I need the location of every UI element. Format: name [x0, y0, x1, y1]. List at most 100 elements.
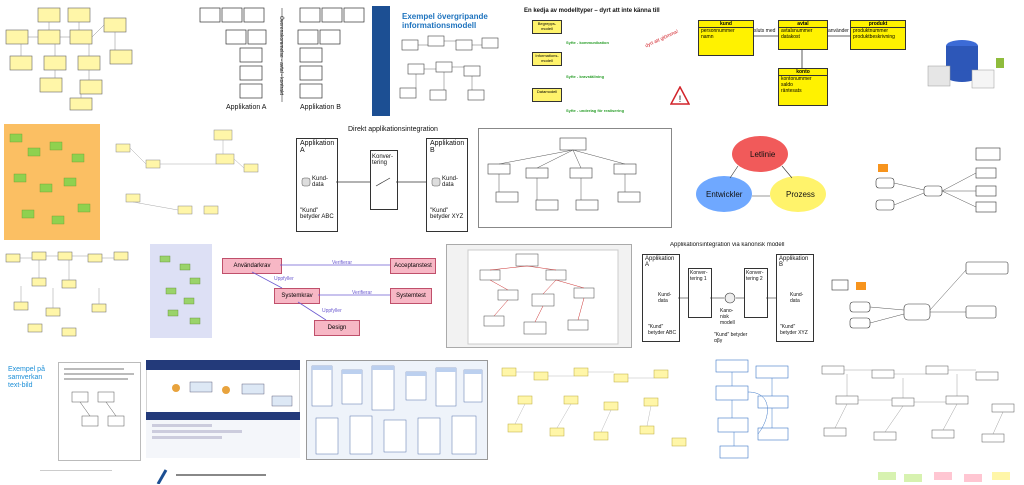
thumb-entity-model[interactable]: kund personnummer namn avtal avtalsnumme…	[698, 14, 906, 110]
process-network-graphic	[821, 365, 1015, 443]
thumb-yellow-concept-map[interactable]	[494, 362, 698, 458]
can-app-b-box	[776, 254, 814, 342]
letlinie-label: Letlinie	[750, 150, 776, 159]
thumb-sparse-diagram[interactable]	[104, 124, 284, 224]
patient-relation-graphic	[831, 261, 1009, 329]
thumb-class-hierarchy[interactable]	[478, 128, 672, 228]
node-systemkrav: Systemkrav	[274, 288, 320, 304]
thumb-process-network[interactable]	[816, 360, 1020, 450]
can-app-b-label: Applikation B	[779, 256, 809, 268]
expensive-note: dyrt att glömma!	[644, 28, 680, 50]
konv2-label: Konver-tering 2	[746, 270, 764, 282]
edge-verifierar-2: Verifierar	[352, 290, 373, 296]
thumb-lettlinie-venn[interactable]: Letlinie Entwickler Prozess	[680, 124, 840, 236]
text-image-graphic	[58, 362, 141, 461]
thumb-v-model[interactable]: Användarkrav Acceptanstest Systemkrav Sy…	[222, 250, 436, 340]
agreement-label: Överenskommelse - avtal - kontrakt	[278, 16, 284, 95]
node-design: Design	[314, 320, 360, 336]
thumb-canonical-integration[interactable]: Applikationsintegration via kanonisk mod…	[640, 242, 816, 352]
warning-icon: !	[670, 86, 690, 105]
rel-sluts-med: sluts med	[754, 28, 776, 34]
concept-map-graphic	[501, 367, 687, 447]
yellow-map-graphic	[9, 133, 91, 225]
blue-sidebar	[372, 6, 390, 116]
canonical-arrows	[678, 292, 776, 304]
konv1-box	[688, 268, 712, 318]
text-image-caption: Exempel på samverkan text-bild	[8, 366, 45, 389]
thumb-model-chain[interactable]: En kedja av modelltyper – dyrt att inte …	[522, 6, 692, 118]
green-boxes-graphic	[159, 255, 201, 325]
uml-screenshot-graphic	[446, 244, 632, 348]
can-kund-b: Kund-data	[790, 292, 804, 304]
thumb-direct-integration[interactable]: Direkt applikationsintegration Applikati…	[292, 124, 472, 234]
concept-model-box: Begrepps-modell	[532, 20, 562, 34]
can-meaning-b: "Kund" betyder XYZ	[780, 324, 808, 336]
thumb-database-icon[interactable]	[916, 30, 1020, 100]
partial-thumb-2-graphic	[156, 469, 266, 484]
thumb-information-model[interactable]: Exempel övergripande informationsmodell	[372, 6, 512, 116]
entwickler-label: Entwickler	[706, 190, 743, 199]
node-acceptanstest: Acceptanstest	[390, 258, 436, 274]
kund-data-b: Kund-data	[442, 176, 459, 188]
entity-kund: kund personnummer namn	[698, 20, 754, 56]
prozess-label: Prozess	[786, 190, 815, 199]
thumb-process-dashboard[interactable]	[146, 360, 300, 458]
entity-produkt: produkt produktnummer produktbeskrivning	[850, 20, 906, 50]
meaning-b: "Kund" betyder XYZ	[430, 208, 464, 220]
thumb-text-image-example[interactable]: Exempel på samverkan text-bild	[0, 360, 142, 466]
thumb-blue-flow[interactable]	[712, 356, 796, 462]
partial-thumb-3-graphic	[878, 472, 1010, 482]
can-kund-a: Kund-data	[658, 292, 672, 304]
info-model-box: Informations-modell	[532, 52, 562, 66]
blue-flow-graphic	[715, 359, 789, 459]
thumb-uml-diagram-1[interactable]	[0, 0, 140, 118]
kanon-label: Kano-nisk modell	[720, 308, 735, 326]
thumb-uml-small-2[interactable]	[2, 244, 142, 340]
thumb-uml-screenshot[interactable]	[446, 244, 632, 348]
partial-thumb-3[interactable]	[874, 468, 1020, 484]
thumb-green-boxes[interactable]	[150, 244, 212, 338]
can-meaning-a: "Kund" betyder ABC	[648, 324, 677, 336]
v-model-edges	[251, 264, 390, 321]
uml-small-graphic	[5, 251, 129, 337]
chain-title: En kedja av modelltyper – dyrt att inte …	[524, 8, 660, 14]
thumb-patient-flow[interactable]	[856, 138, 1020, 234]
kund-data-a: Kund-data	[312, 176, 329, 188]
entity-konto: konto kontonummer saldo räntesats	[778, 68, 828, 106]
purpose-requirements: Syfte - kravställning	[566, 74, 605, 79]
meaning-a: "Kund" betyder ABC	[300, 208, 334, 220]
edge-uppfyller-1: Uppfyller	[274, 276, 294, 282]
partial-thumb-1[interactable]	[40, 470, 112, 485]
conversion-box	[370, 150, 398, 210]
database-icon	[927, 40, 1004, 89]
venn-graphic	[696, 136, 826, 212]
purpose-realisation: Syfte - underlag för realisering	[566, 108, 625, 113]
patient-flow-graphic	[875, 147, 1001, 213]
sparse-diagram-graphic	[115, 129, 259, 215]
thumb-application-context[interactable]: Överenskommelse - avtal - kontrakt Appli…	[196, 6, 368, 118]
can-meaning-m: "Kund" betyder αβγ	[714, 332, 748, 344]
entity-avtal: avtal avtalsnummer datakost	[778, 20, 828, 50]
uml-diagram-graphic	[5, 7, 133, 111]
partial-thumb-2[interactable]	[156, 468, 276, 484]
edge-uppfyller-2: Uppfyller	[322, 308, 342, 314]
edge-verifierar-1: Verifierar	[332, 260, 353, 266]
rel-anvander: använder	[828, 28, 849, 34]
canonical-title: Applikationsintegration via kanonisk mod…	[670, 242, 785, 248]
konv1-label: Konver-tering 1	[690, 270, 708, 282]
integration-arrows	[301, 177, 441, 187]
info-model-graphic	[399, 35, 499, 101]
info-model-title: Exempel övergripande informationsmodell	[402, 12, 488, 30]
direct-integration-title: Direkt applikationsintegration	[348, 126, 438, 133]
thumb-yellow-map[interactable]	[4, 124, 100, 240]
konv2-box	[744, 268, 768, 318]
node-systemtest: Systemtest	[390, 288, 432, 304]
app-b-label: Applikation B	[430, 140, 465, 154]
svg-text:!: !	[679, 94, 682, 104]
thumb-table-schema[interactable]	[306, 360, 488, 460]
purpose-communication: Syfte - kommunikation	[566, 40, 609, 45]
caption-app-b: Applikation B	[300, 104, 341, 111]
thumb-patient-relation[interactable]	[826, 252, 1020, 336]
can-app-a-label: Applikation A	[645, 256, 675, 268]
node-anvandarkrav: Användarkrav	[222, 258, 282, 274]
